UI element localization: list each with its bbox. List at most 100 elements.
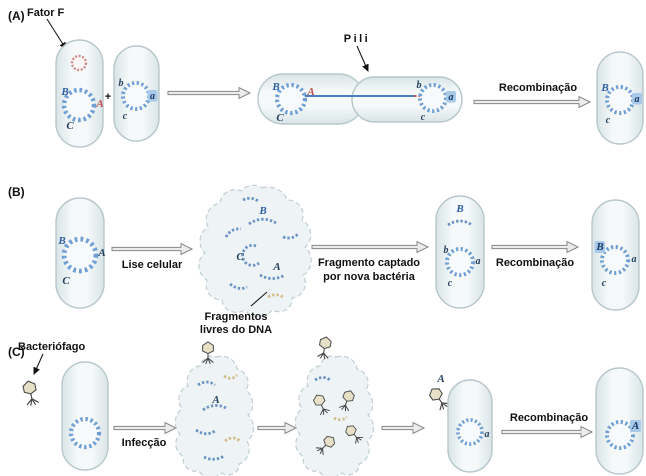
bacteriofago-label: Bacteriófago	[18, 341, 86, 353]
step-arrow	[113, 421, 178, 435]
gene-label: b	[417, 80, 422, 91]
gene-highlight	[446, 91, 456, 103]
infeccao-label: Infecção	[122, 437, 167, 449]
step-arrow	[473, 95, 592, 109]
panel-a-label: (A)	[8, 9, 25, 23]
fragments-pointer-line	[250, 291, 268, 307]
lysed-cell: B C A	[198, 184, 312, 318]
dna-fragments	[195, 374, 241, 461]
cell-c-host	[61, 361, 109, 471]
captado-label-line2: por nova bactéria	[323, 271, 416, 283]
gene-label: a	[632, 254, 637, 265]
fragmentos-label-line1: Fragmentos	[205, 311, 268, 323]
panel-c: (C) Bacteriófago Infecção	[8, 335, 644, 476]
step-arrow	[311, 240, 430, 254]
gene-label: A	[436, 373, 444, 385]
free-fragments-callout: Fragmentos livres do DNA	[200, 291, 272, 336]
chromosome-ring	[600, 245, 630, 275]
lysed-cell-body	[198, 184, 312, 318]
chromosome-ring	[418, 83, 448, 113]
chromosome-ring	[456, 418, 484, 446]
gene-label: A	[272, 261, 280, 273]
bacteriophage-icon	[426, 385, 451, 412]
gene-label: B	[57, 235, 65, 247]
plus-sign: +	[105, 91, 111, 103]
pili-label: Pili	[344, 33, 371, 45]
step-arrow	[491, 240, 580, 254]
lysing-cell-releasing-phages	[294, 335, 375, 476]
f-factor-callout: Fator F	[27, 7, 67, 50]
gene-label: c	[421, 112, 426, 123]
infection-step: Infecção	[113, 421, 178, 449]
panel-b-label: (B)	[8, 185, 25, 199]
step-arrow	[111, 242, 194, 256]
chromosome-ring	[64, 239, 96, 271]
chromosome-ring	[121, 81, 151, 111]
lysing-cell-body	[294, 355, 375, 476]
bacteriophage-icon	[21, 379, 40, 408]
gene-highlight	[594, 241, 605, 253]
lise-celular-label: Lise celular	[122, 259, 183, 271]
gene-label: B	[595, 241, 603, 253]
gene-highlight	[630, 420, 641, 432]
panel-c-label: (C)	[8, 345, 25, 359]
cell-b-recombinant: B a c	[591, 199, 640, 311]
gene-label: a	[485, 429, 490, 440]
gene-label: c	[606, 115, 611, 126]
fator-f-label: Fator F	[27, 7, 65, 19]
lysis-step: Lise celular	[111, 242, 194, 271]
gene-label: C	[276, 112, 284, 124]
step-arrow	[381, 421, 426, 435]
panel-b: (B) B A C Lise celular B	[8, 184, 640, 336]
recombination-label: Recombinação	[499, 82, 578, 94]
f-plasmid	[70, 54, 88, 72]
cell-b-donor: B A C	[55, 197, 106, 309]
captado-label-line1: Fragmento captado	[318, 257, 420, 269]
chromosome-ring	[605, 85, 635, 115]
gene-highlight	[632, 93, 642, 105]
gene-label: A	[95, 98, 103, 110]
transduction-adsorption: A a	[426, 373, 493, 473]
bacteriophage-callout: Bacteriófago	[18, 341, 86, 408]
chromosome-ring	[71, 419, 99, 447]
gene-label: b	[119, 78, 124, 89]
step-arrow	[167, 86, 252, 100]
recombination-label: Recombinação	[496, 257, 575, 269]
uptake-step: Fragmento captado por nova bactéria	[311, 240, 430, 283]
cell-a-recipient: b a c	[113, 45, 160, 142]
chromosome-ring	[605, 420, 635, 450]
chromosome-ring	[277, 85, 305, 113]
gene-label: c	[602, 278, 607, 289]
gene-label: a	[476, 256, 481, 267]
gene-label: C	[62, 275, 70, 287]
dna-fragments	[224, 196, 299, 300]
recombination-step-b: Recombinação	[491, 240, 580, 269]
gene-label: A	[306, 86, 314, 98]
gene-label: A	[631, 420, 639, 432]
gene-label: C	[236, 251, 244, 263]
captured-fragment	[447, 219, 473, 227]
bacterium-body	[595, 367, 644, 475]
gene-label: a	[449, 92, 454, 103]
gene-label: a	[150, 91, 155, 102]
bacterium-body	[61, 361, 109, 471]
infected-cell: A	[174, 341, 255, 476]
recombination-step-c: Recombinação	[501, 412, 594, 439]
cell-a-donor: B A C	[55, 39, 104, 148]
gene-label: A	[211, 394, 219, 406]
gene-label: b	[444, 245, 449, 256]
gene-label: c	[123, 111, 128, 122]
gene-label: B	[271, 81, 279, 93]
cell-a-recombinant: B a c	[596, 51, 644, 145]
bacteriofago-pointer-arrow	[33, 353, 44, 375]
cell-c-recombinant: A	[595, 367, 644, 475]
fator-f-pointer-arrow	[46, 18, 67, 50]
recombination-step-a: Recombinação	[473, 82, 592, 109]
gene-label: B	[60, 86, 68, 98]
recombination-label: Recombinação	[510, 412, 589, 424]
gene-highlight	[147, 90, 158, 102]
pili-pointer-arrow	[356, 45, 369, 72]
gene-label: c	[448, 278, 453, 289]
